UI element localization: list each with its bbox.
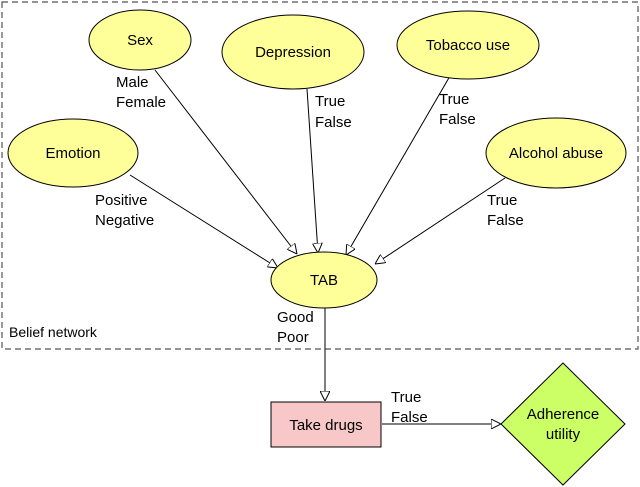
- node-emotion[interactable]: Emotion: [7, 118, 139, 188]
- emotion-state-1: Positive: [95, 192, 148, 209]
- edge-sex-to-tab: [154, 69, 297, 254]
- edge-emotion-to-tab: [129, 174, 278, 268]
- node-label: TAB: [310, 272, 338, 289]
- take-drugs-state-1: True: [391, 389, 421, 406]
- node-shape: [485, 117, 627, 189]
- edge-alcohol-to-tab: [375, 177, 506, 264]
- state-labels: Male Female True False True False Positi…: [95, 74, 524, 426]
- belief-network-label: Belief network: [9, 324, 98, 340]
- alcohol-state-2: False: [487, 212, 524, 229]
- depression-state-1: True: [315, 93, 345, 110]
- tab-state-2: Poor: [277, 329, 309, 346]
- node-label: Tobacco use: [426, 37, 510, 54]
- node-shape: [270, 401, 382, 448]
- node-shape: [221, 14, 365, 90]
- decision-node-take-drugs[interactable]: Take drugs: [270, 401, 382, 448]
- emotion-state-2: Negative: [95, 212, 154, 229]
- alcohol-state-1: True: [487, 192, 517, 209]
- node-label: Emotion: [45, 145, 100, 162]
- sex-state-1: Male: [116, 74, 149, 91]
- sex-state-2: Female: [116, 94, 166, 111]
- take-drugs-state-2: False: [391, 409, 428, 426]
- node-label: Sex: [127, 32, 153, 49]
- node-tab[interactable]: TAB: [270, 251, 378, 309]
- node-depression[interactable]: Depression: [221, 14, 365, 90]
- edge-depression-to-tab: [306, 88, 318, 253]
- node-sex[interactable]: Sex: [88, 9, 192, 71]
- depression-state-2: False: [315, 114, 352, 131]
- node-shape: [7, 118, 139, 188]
- node-shape: [270, 251, 378, 309]
- node-label-line-1: Adherence: [527, 406, 600, 423]
- tobacco-state-2: False: [439, 111, 476, 128]
- utility-node-adherence[interactable]: Adherence utility: [500, 362, 626, 486]
- node-shape: [396, 10, 540, 80]
- tab-state-1: Good: [277, 309, 314, 326]
- node-label-line-2: utility: [546, 426, 581, 443]
- belief-network-frame: [1, 1, 639, 350]
- node-tobacco-use[interactable]: Tobacco use: [396, 10, 540, 80]
- edges: [129, 69, 506, 424]
- node-label: Alcohol abuse: [509, 145, 603, 162]
- node-shape: [500, 362, 626, 486]
- node-alcohol-abuse[interactable]: Alcohol abuse: [485, 117, 627, 189]
- node-label: Depression: [255, 44, 331, 61]
- edge-tobacco-to-tab: [346, 75, 451, 255]
- tobacco-state-1: True: [439, 91, 469, 108]
- node-shape: [88, 9, 192, 71]
- node-label: Take drugs: [289, 417, 362, 434]
